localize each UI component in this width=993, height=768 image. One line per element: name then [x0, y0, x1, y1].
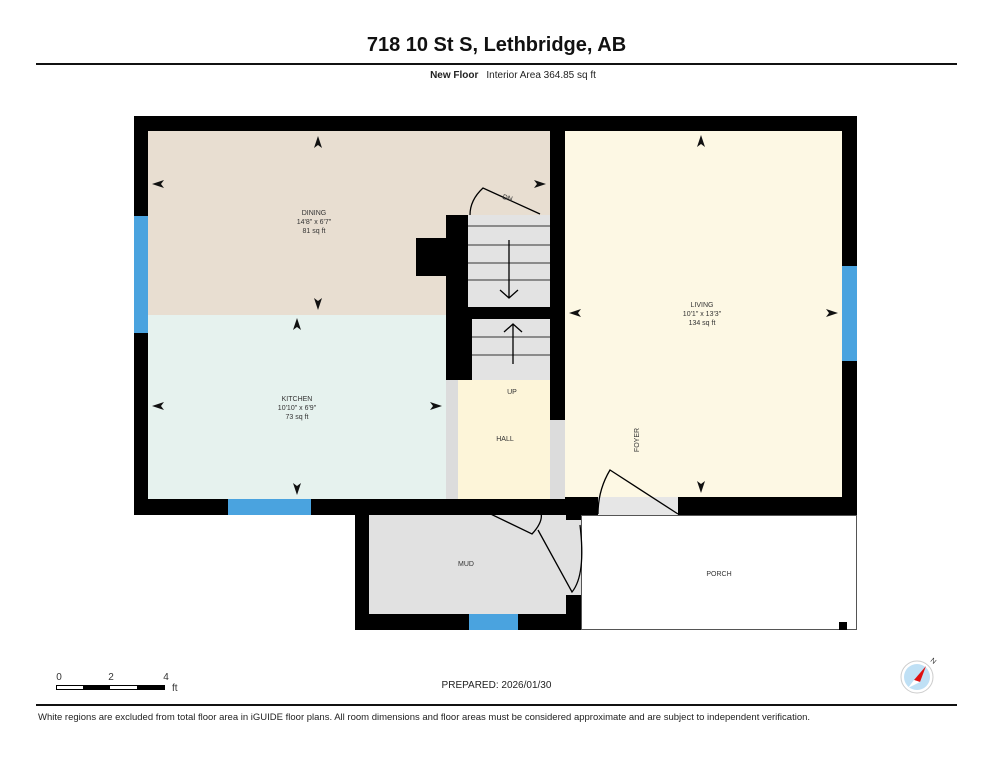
mud-label: MUD [458, 561, 474, 568]
kitchen-room [148, 315, 446, 499]
stairs-up [472, 319, 550, 380]
stairs-up-label: UP [507, 389, 517, 396]
compass-icon: N [900, 657, 937, 694]
page-title: 718 10 St S, Lethbridge, AB [366, 34, 627, 56]
interior-area: Interior Area 364.85 sq ft [486, 70, 596, 81]
kitchen-label: KITCHEN [282, 396, 313, 403]
mud-room [369, 515, 566, 614]
living-area: 134 sq ft [689, 320, 716, 327]
scale-tick-4: 4 [163, 672, 169, 683]
stair-divider [468, 307, 550, 319]
dining-dims: 14'8" x 6'7" [297, 219, 332, 226]
kitchen-area: 73 sq ft [286, 414, 309, 421]
hall-label: HALL [496, 436, 514, 443]
windows [134, 216, 857, 630]
window-kitchen [228, 499, 311, 515]
footer-divider [36, 704, 957, 706]
living-dims: 10'1" x 13'3" [683, 311, 722, 318]
dining-label: DINING [302, 210, 327, 217]
living-room [565, 131, 842, 497]
porch-label: PORCH [706, 571, 731, 578]
hall-room [458, 380, 550, 499]
kitchen-opening [446, 380, 458, 499]
dimension-arrows [152, 135, 838, 495]
window-dining [134, 216, 148, 333]
floor-name: New Floor [430, 70, 479, 81]
mud-opening [566, 520, 581, 595]
header-divider [36, 63, 957, 65]
stairs-down-label: DN [502, 194, 514, 203]
window-living [842, 266, 857, 361]
prepared-date: PREPARED: 2026/01/30 [441, 680, 552, 691]
hall-opening [550, 420, 565, 499]
dining-area: 81 sq ft [303, 228, 326, 235]
window-mud [469, 614, 518, 630]
compass-north-label: N [929, 657, 937, 666]
scale-tick-0: 0 [56, 672, 62, 683]
scale-bar: 0 2 4 ft [56, 672, 178, 694]
foyer-label: FOYER [634, 428, 641, 452]
stair-wall [446, 215, 468, 380]
living-label: LIVING [691, 302, 714, 309]
stair-arrows [499, 240, 523, 364]
kitchen-dims: 10'10" x 6'9" [278, 405, 317, 412]
scale-unit: ft [172, 683, 178, 694]
scale-tick-2: 2 [108, 672, 114, 683]
disclaimer: White regions are excluded from total fl… [38, 712, 811, 723]
doors [469, 187, 679, 594]
porch-post [839, 622, 847, 630]
porch-area [581, 515, 857, 630]
floor-info: New Floor Interior Area 364.85 sq ft [0, 70, 993, 81]
